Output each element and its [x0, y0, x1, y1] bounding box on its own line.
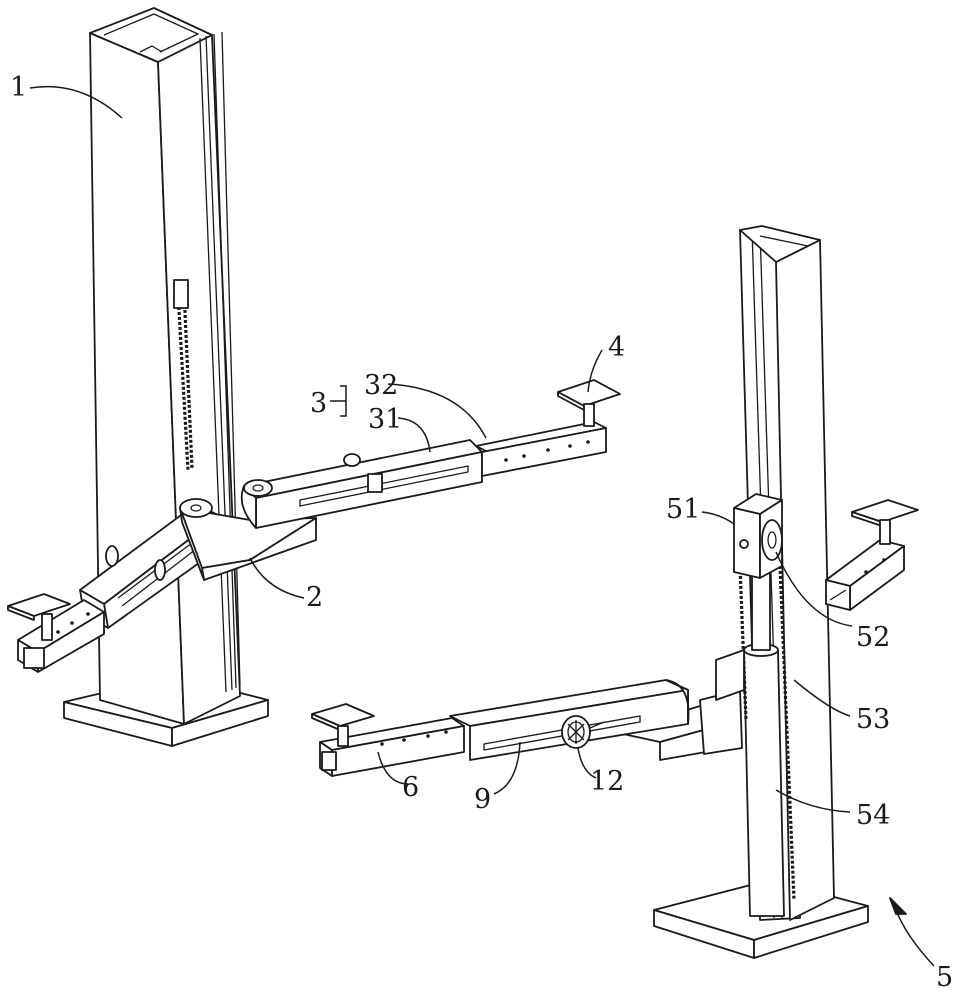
- label-2: 2: [306, 582, 323, 613]
- label-54: 54: [856, 800, 890, 831]
- right-front-arm: [311, 649, 745, 777]
- right-rear-arm: [825, 499, 919, 611]
- label-1: 1: [10, 72, 27, 103]
- right-column: [653, 225, 869, 959]
- middle-arm: [240, 379, 621, 529]
- label-3: 3: [310, 388, 327, 419]
- label-51: 51: [666, 494, 700, 525]
- label-12: 12: [590, 766, 624, 797]
- label-6: 6: [402, 772, 419, 803]
- label-32: 32: [364, 370, 398, 401]
- label-9: 9: [474, 784, 491, 815]
- label-53: 53: [856, 704, 890, 735]
- label-5: 5: [936, 962, 953, 993]
- leader-lines: [29, 85, 935, 967]
- reference-labels: 1 2 3 31 32 4 5 51 52 53 54 6 9 12: [10, 72, 953, 993]
- label-52: 52: [856, 622, 890, 653]
- label-31: 31: [368, 404, 402, 435]
- label-4: 4: [608, 332, 625, 363]
